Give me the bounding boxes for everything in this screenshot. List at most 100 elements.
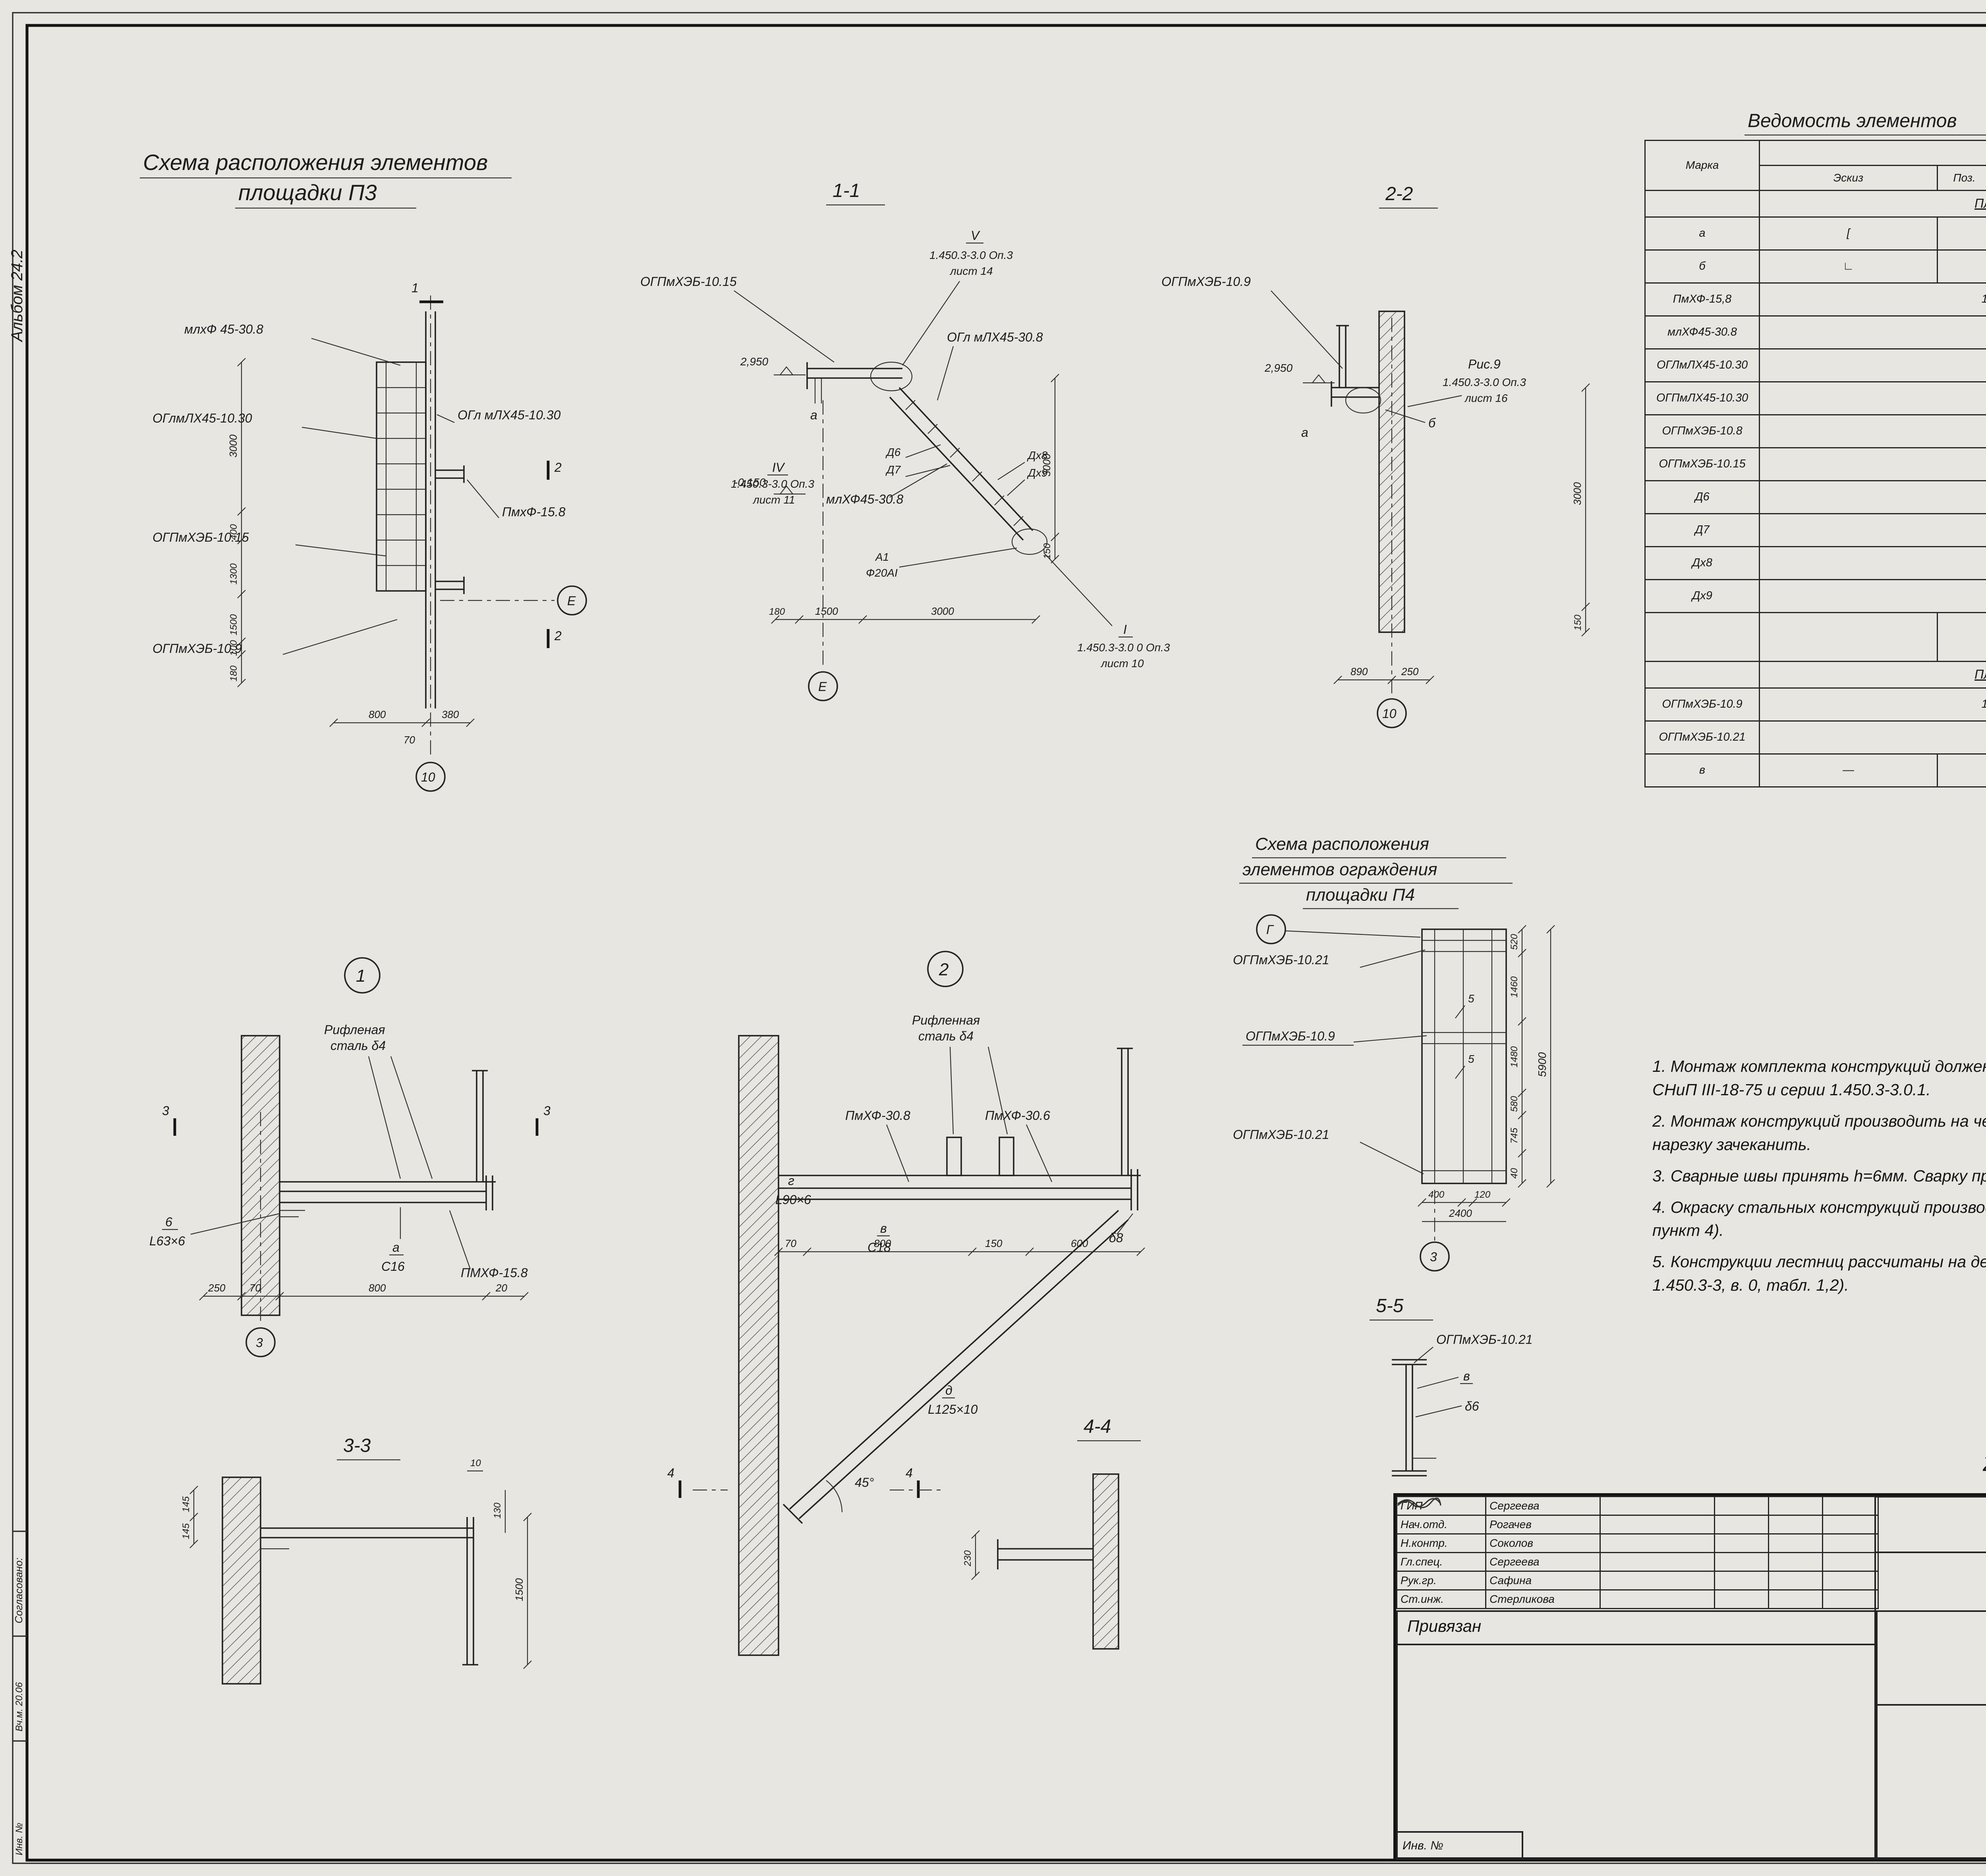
cell-marka: ОГПмХЭБ-10.9 [1644,687,1760,722]
stamp-empty-area [1396,1644,1878,1860]
note-2: 2. Монтаж конструкций производить на чер… [1652,1112,1986,1154]
dim-label: 20 [495,1282,507,1294]
dim-label: 180 [769,606,785,617]
elements-table-area: Марка Сечение Усилия Примеча- ние Эскиз … [1644,140,1986,787]
elevation-label: -0,150 [734,476,766,488]
section-mark-5b: 5 [1468,1053,1474,1065]
mark-6: 6 [165,1215,172,1229]
cell-sostav: " [1758,579,1986,613]
title-p3: Схема расположения элементов площадки П3 [140,150,512,209]
mark-g: г [788,1173,794,1188]
elements-list-title: Ведомость элементов [1748,110,1957,131]
part-label: Ф20АI [866,567,898,579]
part-label: ОГПмХЭБ-10.21 [1436,1332,1533,1347]
cell-sostav: То же [1758,315,1986,349]
mark-a: а [1301,425,1308,440]
inv-number-cell: Инв. № [1396,1831,1523,1860]
ref-label: лист 10 [1100,657,1144,670]
dim-label: 1460 [1509,976,1520,998]
name: Сафина [1485,1571,1601,1590]
angle-label: 45° [855,1475,874,1490]
dim-label: 100 [228,640,239,656]
part-label: Дх8 [1027,449,1048,461]
dim-label: 1500 [228,614,239,635]
part-label: А1 [875,551,889,563]
part-label: сталь δ4 [918,1029,974,1043]
col-header-marka: Марка [1644,140,1760,191]
ref-label: лист 11 [752,494,795,506]
fig-section-5-5: 5-5 ОГПмХЭБ-10.21 в δ6 [1370,1295,1533,1476]
axis-mark-3: 3 [256,1336,263,1350]
part-label: ПмхФ-15.8 [502,505,566,519]
part-label: ПмХФ-30.8 [845,1108,910,1123]
section-mark-4a: 4 [667,1466,674,1480]
agreed-label: Согласовано: [13,1558,25,1623]
sheet-description: Схемы расположения эле- ментов площадки … [1874,1704,1986,1860]
cell-marka: Д6 [1644,480,1760,514]
ref-mark-I: I [1123,622,1127,637]
dim-label: 1500 [815,605,838,617]
dim-label: 180 [228,665,239,681]
section-mark-2b: 2 [554,629,562,643]
dim-label: 1500 [513,1578,525,1601]
axis-mark-10: 10 [1382,706,1397,721]
ref-label: Рис.9 [1468,357,1501,371]
cell-sostav: " [1758,480,1986,514]
privyazan-cell: Привязан [1396,1610,1878,1645]
dim-label: 1300 [228,563,239,585]
project-description: Цех по производству паркет- ных щитов мо… [1874,1610,1986,1706]
dim-label: 5900 [1536,1052,1548,1077]
cell-marka: ОГПмХЭБ-10.21 [1644,720,1760,755]
cell-sostav: " [1758,414,1986,448]
role: ГИП [1396,1496,1486,1516]
part-label: ОГл мЛХ45-30.8 [947,330,1043,344]
dim-label: 600 [1071,1237,1088,1249]
dim-label: 150 [1573,614,1583,631]
table-row: ОГПмХЭБ-10.15 " 1шт. [1644,447,1986,481]
cell-marka: ОГПмЛХ45-10.30 [1644,381,1760,415]
part-label: сталь δ4 [330,1038,386,1053]
note-4: 4. Окраску стальных конструкций производ… [1652,1198,1986,1240]
dim-label: 800 [369,1282,386,1294]
detail-number-1: 1 [356,966,365,986]
role: Ст.инж. [1396,1589,1486,1609]
name: Сергеева [1485,1496,1601,1516]
role: Рук.гр. [1396,1571,1486,1590]
signature [1600,1515,1715,1534]
axis-mark-3: 3 [1430,1250,1437,1264]
mark-d: д [945,1383,952,1397]
cell-sostav: 1.450.3-3.0.1 [1758,687,1986,722]
cell-marka: б [1644,249,1760,284]
dim-label: 70 [404,734,415,746]
stamp-row: Нач.отд.Рогачев [1396,1515,1879,1534]
cell-marka: Дх9 [1644,579,1760,613]
table-row: а [ [ 16 0,03т [1644,216,1986,251]
title-p4-line2: элементов ограждения [1242,860,1437,879]
part-label: δ6 [1465,1399,1479,1413]
section-mark-1: 1 [411,281,419,295]
dim-label: 3000 [1571,482,1583,505]
sheet-frame: 80 [12,12,1986,1864]
dim-label: 800 [369,708,386,720]
part-label: ОГл мЛХ45-10.30 [458,408,561,422]
ref-label: 1.450.3-3.0 Оп.3 [929,249,1013,261]
dim-label: 890 [1350,666,1368,677]
axis-mark-10: 10 [421,770,435,784]
section-mark-4b: 4 [906,1466,913,1480]
cell-marka: в [1644,753,1760,787]
table-row: ОГПмХЭБ-10.9 1.450.3-3.0.1 2шт. [1644,687,1986,722]
mark-a: а [810,408,817,422]
part-label: Рифленная [912,1013,980,1027]
doc-number: ТП 411-2-187.88 [1874,1496,1986,1553]
dim-label: 2400 [1449,1207,1472,1219]
part-label: млХФ45-30.8 [826,492,903,506]
elements-table: Марка Сечение Усилия Примеча- ние Эскиз … [1644,140,1986,787]
elevation-label: 2,950 [740,355,768,368]
part-label: ОГПмХЭБ-10.21 [1233,1127,1329,1142]
stamp-row: Рук.гр.Сафина [1396,1498,1879,1590]
part-label: Дх9 [1027,467,1047,479]
part-label: ОГПмХЭБ-10.21 [1233,953,1329,967]
fig-section-3-3: 3-3 145 145 10 130 1500 [181,1435,532,1685]
